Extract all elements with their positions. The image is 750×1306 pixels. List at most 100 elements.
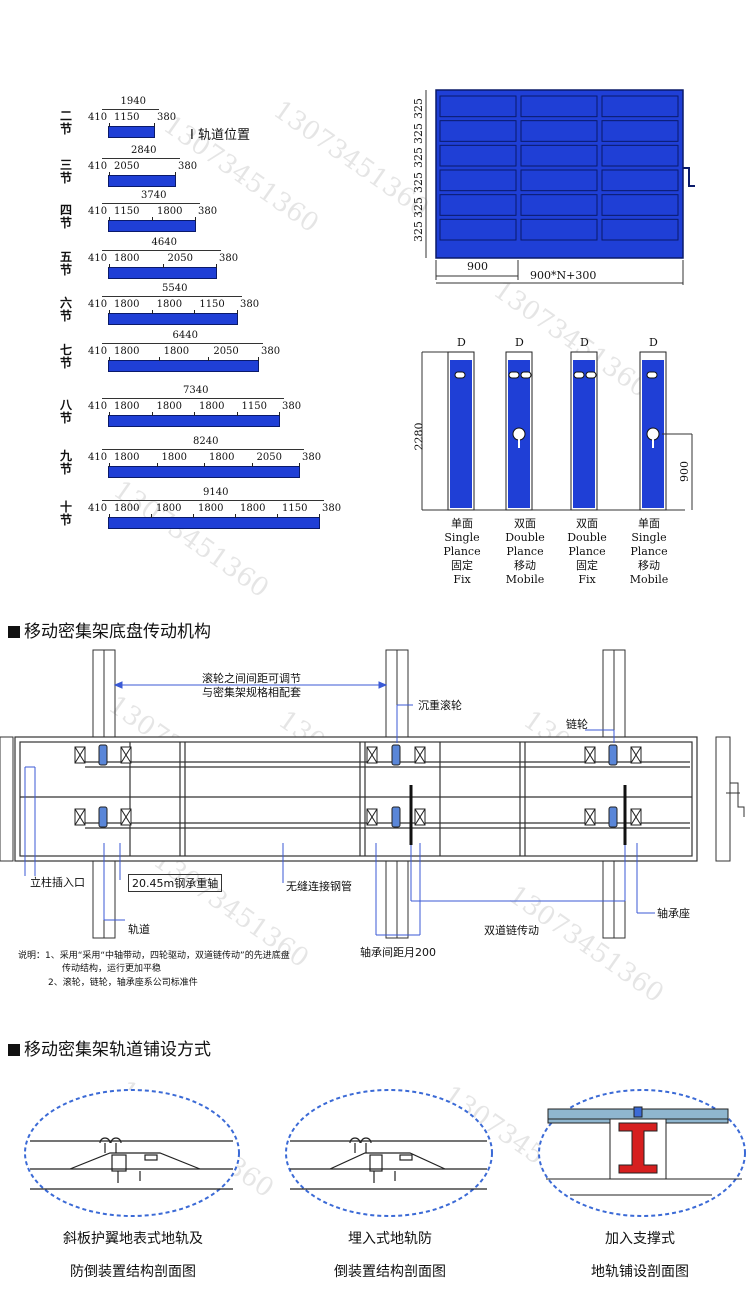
track-right-margin: 380 [198, 206, 218, 217]
track-tick [109, 123, 110, 127]
track-tick [152, 217, 153, 221]
callout-sprocket: 链轮 [566, 718, 588, 731]
front-shelf-cell [520, 95, 598, 118]
track-tick [109, 264, 110, 268]
track-segment-length: 1800 [156, 401, 182, 412]
bearing-cross [120, 808, 132, 826]
track-tick [109, 217, 110, 221]
side-label-line: 移动 [638, 559, 660, 572]
front-shelf-cell [520, 194, 598, 216]
track-tick [277, 514, 278, 518]
side-label-line: Double [505, 531, 545, 544]
track-segment-length: 1800 [114, 346, 140, 357]
caption-2-line-1: 埋入式地轨防 [348, 1231, 432, 1247]
track-right-margin: 380 [178, 161, 198, 172]
front-shelf-cell [439, 95, 517, 118]
track-row-name: 三节 [60, 158, 73, 185]
track-total-length: 1940 [120, 96, 146, 107]
track-total-length: 3740 [141, 190, 167, 201]
track-segment-length: 2050 [213, 346, 239, 357]
track-right-margin: 380 [261, 346, 281, 357]
side-cabinet-body [450, 360, 472, 508]
front-view-diagram [425, 89, 695, 285]
track-segment-length: 1800 [161, 452, 187, 463]
track-tick [158, 357, 160, 361]
track-total-length: 4640 [151, 237, 177, 248]
track-tick [109, 310, 110, 314]
track-tick [151, 514, 152, 518]
track-tick [235, 514, 236, 518]
front-shelf-cell [520, 120, 598, 142]
track-segment-length: 1800 [198, 503, 224, 514]
track-tick [109, 357, 110, 361]
caption-1-line-1: 斜板护翼地表式地轨及 [63, 1231, 203, 1247]
track-tick [208, 357, 210, 361]
front-shelf-cell [439, 169, 517, 192]
track-segment-length: 1800 [157, 206, 183, 217]
crank-handle-icon [726, 782, 745, 817]
caption-2-line-2: 倒装置结构剖面图 [334, 1264, 446, 1280]
dimension-line [102, 398, 284, 399]
section1-title: 移动密集架底盘传动机构 [24, 622, 211, 642]
track-segment-length: 1150 [199, 299, 225, 310]
bearing-cross [414, 808, 426, 826]
dimension-line [102, 250, 221, 251]
track-row-name: 八节 [60, 398, 73, 425]
track-tick [109, 463, 110, 467]
track-tick [216, 264, 217, 268]
side-label-line: Mobile [505, 573, 545, 586]
track-segment-length: 2050 [256, 452, 282, 463]
callout-heavy-roller: 沉重滚轮 [418, 699, 462, 712]
side-label-line: Plance [506, 545, 544, 558]
track-row-name: 五节 [60, 250, 73, 277]
roller-wheel-icon [608, 806, 618, 828]
section1-heading: 移动密集架底盘传动机构 [8, 617, 211, 642]
track-segment-length: 1150 [241, 401, 267, 412]
track-tick [162, 264, 164, 268]
bearing-cross [74, 746, 86, 764]
bearing-cross [366, 746, 378, 764]
dimension-line [102, 109, 159, 110]
dimension-line [102, 296, 242, 297]
side-label-line: Plance [443, 545, 481, 558]
side-slot-icon [585, 371, 597, 379]
callout-roller-spacing-2: 与密集架规格相配套 [202, 686, 301, 699]
track-tick [279, 412, 280, 416]
roller-wheel-icon [98, 806, 108, 828]
track-total-length: 7340 [183, 385, 209, 396]
side-slot-icon [573, 371, 585, 379]
side-slot-icon [520, 371, 532, 379]
track-position-label: I 轨道位置 [190, 128, 250, 143]
track-segment-length: 1800 [156, 299, 183, 310]
track-tick [151, 412, 153, 416]
track-row-name: 四节 [60, 203, 73, 230]
side-top-label: D [649, 336, 658, 349]
front-shelf-cell [439, 120, 517, 142]
track-left-margin: 410 [88, 206, 108, 217]
track-bar [108, 172, 176, 187]
track-tick [258, 357, 259, 361]
side-slot-icon [508, 371, 520, 379]
front-row-height: 325 [412, 172, 425, 193]
chassis-diagram [0, 649, 745, 939]
track-tick [175, 172, 176, 176]
section2-title: 移动密集架轨道铺设方式 [24, 1040, 211, 1060]
track-bar [108, 463, 300, 478]
track-left-margin: 410 [88, 253, 108, 264]
callout-axle: 20.45m钢承重轴 [128, 874, 223, 892]
track-bar [108, 412, 280, 427]
side-top-label: D [457, 336, 466, 349]
track-segment-length: 2050 [167, 253, 193, 264]
front-row-height: 325 [412, 122, 425, 144]
side-label-line: Fix [578, 573, 596, 586]
track-total-length: 6440 [172, 330, 198, 341]
callout-post-socket: 立柱插入口 [30, 876, 85, 889]
side-height-label: 2280 [412, 422, 426, 451]
note-line-1: 说明：1、采用“采用“中轴带动，四轮驱动，双道链传动”的先进底盘 [18, 951, 290, 961]
side-label-line: 双面 [514, 517, 536, 530]
front-shelf-cell [439, 194, 517, 216]
side-label-line: Fix [453, 573, 471, 586]
front-shelf-cell [601, 95, 679, 118]
dimension-line [102, 158, 180, 159]
